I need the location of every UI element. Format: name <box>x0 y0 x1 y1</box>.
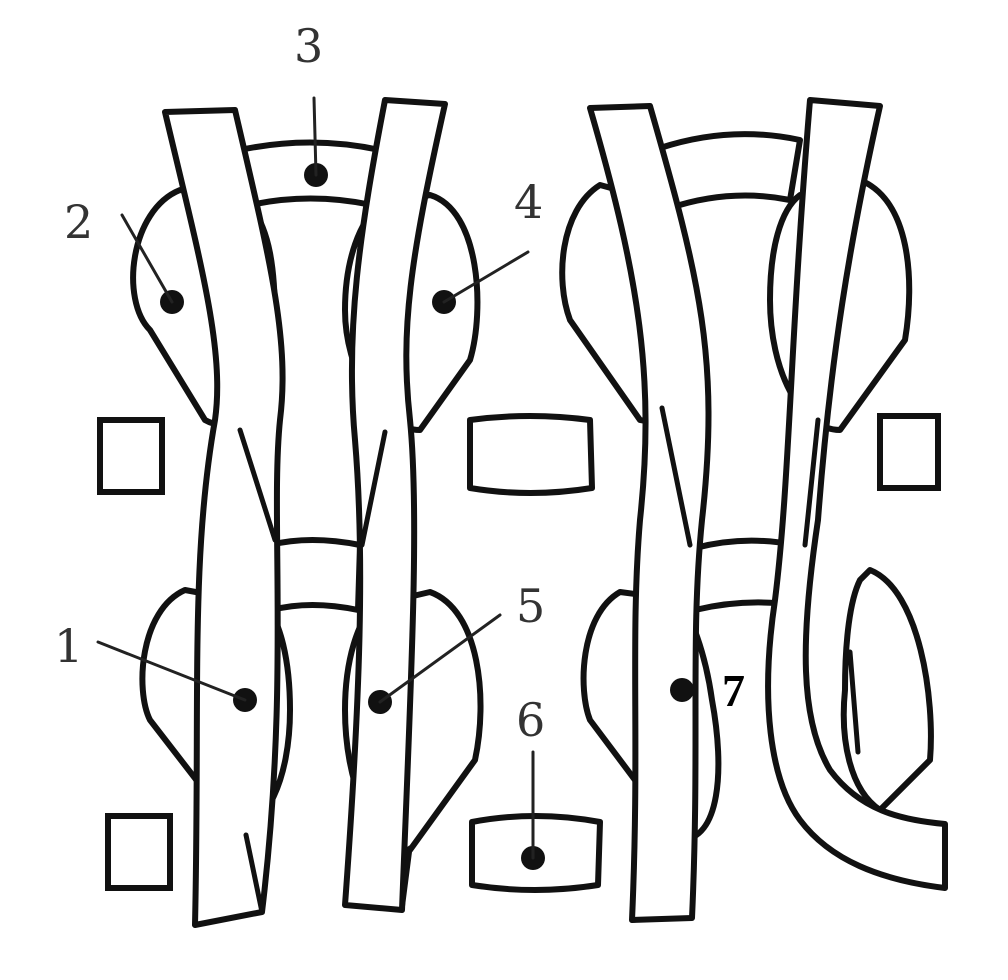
arc-middle-center <box>467 413 595 496</box>
edge-tabs <box>97 413 941 891</box>
leader-1 <box>96 640 247 702</box>
number-labels: 1 2 3 4 5 6 7 <box>54 19 745 747</box>
label-4: 4 <box>514 175 543 229</box>
dot-7 <box>670 678 694 702</box>
diagonal-yarns <box>162 97 948 928</box>
crossing-lines <box>237 405 861 915</box>
label-7: 7 <box>722 665 745 716</box>
crossing-line-3 <box>659 405 693 548</box>
label-3: 3 <box>294 19 323 73</box>
tab-right-upper <box>877 413 941 491</box>
label-1: 1 <box>54 619 83 673</box>
leader-5 <box>378 613 502 704</box>
crossing-line-7 <box>847 649 861 755</box>
arc-top-right <box>657 131 803 211</box>
crossing-line-2 <box>359 429 388 548</box>
crossing-line-1 <box>237 427 278 543</box>
crossing-line-5 <box>243 832 265 915</box>
leader-lines <box>96 96 535 860</box>
label-2: 2 <box>64 195 93 249</box>
tab-left-upper <box>97 417 165 495</box>
crossing-line-4 <box>802 417 821 548</box>
yarn-strand-c <box>587 103 712 923</box>
leader-2 <box>120 213 174 304</box>
yarn-strand-d <box>765 97 948 891</box>
crossing-line-6 <box>399 845 413 913</box>
label-5: 5 <box>516 579 545 633</box>
loop-head-lower-right-b <box>840 567 934 813</box>
arc-middle-left <box>267 537 363 613</box>
leader-3 <box>312 96 318 177</box>
label-6: 6 <box>516 693 545 747</box>
leader-4 <box>442 250 530 304</box>
tab-left-lower <box>105 813 173 891</box>
